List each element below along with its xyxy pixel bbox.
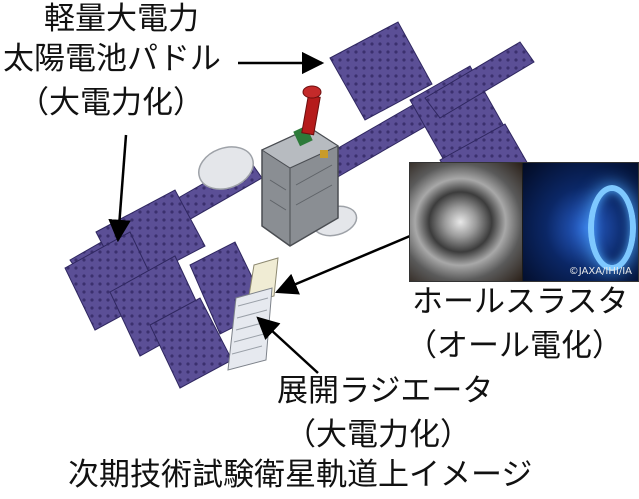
satellite-body: [260, 125, 340, 247]
thruster-hardware-photo: [410, 163, 522, 281]
radiator-label-line1: 展開ラジエータ: [277, 373, 494, 409]
plasma-ring: [588, 185, 636, 271]
photo-credit: ©JAXA/IHI/IA: [568, 266, 632, 277]
antenna-reflector-left: [198, 146, 254, 190]
arrow-radiator: [256, 316, 319, 374]
caption: 次期技術試験衛星軌道上イメージ: [68, 457, 533, 493]
deployable-radiator: [227, 257, 279, 371]
solar-label-line3: （大電力化）: [18, 85, 204, 121]
radiator-label-line2: （大電力化）: [285, 417, 471, 453]
top-thruster: [301, 85, 322, 136]
hall-thruster-label-line2: （オール電化）: [406, 328, 623, 364]
hall-thruster-label-line1: ホールスラスタ: [412, 284, 629, 320]
solar-label-line1: 軽量大電力: [44, 1, 199, 37]
solar-label-line2: 太陽電池パドル: [3, 41, 221, 77]
arrow-hall-thruster: [274, 234, 411, 295]
arrow-solar-down: [108, 134, 131, 243]
hall-thruster-photo: ©JAXA/IHI/IA: [409, 162, 639, 282]
